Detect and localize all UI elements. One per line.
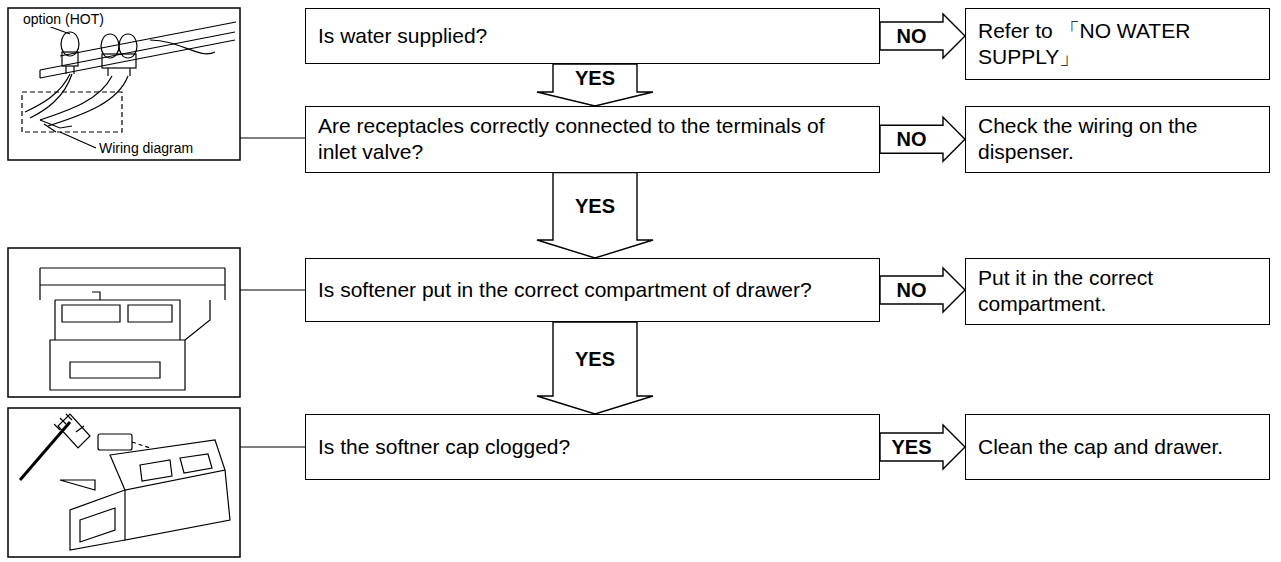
flow-arrow [880,117,965,161]
box-text: Is softener put in the correct compartme… [318,277,812,303]
box-text: Clean the cap and drawer. [978,434,1223,460]
arrow-label: NO [895,25,929,47]
arrow-label: YES [573,195,617,217]
arrow-label: NO [895,128,929,150]
arrow-label: YES [889,436,933,458]
part-label: option (HOT) [22,12,105,27]
action-box: Check the wiring on the dispenser. [965,106,1270,173]
box-text: Refer to 「NO WATER SUPPLY」 [978,18,1257,71]
box-text: Check the wiring on the dispenser. [978,113,1257,166]
part-label: Wiring diagram [98,141,194,156]
flow-arrow [880,14,965,58]
flow-arrow [537,322,653,414]
action-box: Clean the cap and drawer. [965,414,1270,480]
box-text: Is water supplied? [318,23,487,49]
flow-arrow [537,64,653,106]
box-text: Are receptacles correctly connected to t… [318,113,867,166]
question-box: Is the softner cap clogged? [305,414,880,480]
question-box: Is softener put in the correct compartme… [305,258,880,322]
question-box: Is water supplied? [305,8,880,64]
arrow-label: YES [573,67,617,89]
flow-arrow [880,425,965,469]
inlet-valve-illustration [8,8,240,160]
flow-arrow [537,173,653,259]
drawer-illustration [8,248,240,397]
action-box: Put it in the correct compartment. [965,258,1270,325]
cap-cleaning-illustration [8,408,240,557]
arrow-label: NO [895,279,929,301]
question-box: Are receptacles correctly connected to t… [305,106,880,173]
arrow-label: YES [573,348,617,370]
box-text: Is the softner cap clogged? [318,434,570,460]
action-box: Refer to 「NO WATER SUPPLY」 [965,8,1270,80]
leader-lines [240,138,305,447]
flow-arrow [880,268,965,312]
box-text: Put it in the correct compartment. [978,265,1257,318]
